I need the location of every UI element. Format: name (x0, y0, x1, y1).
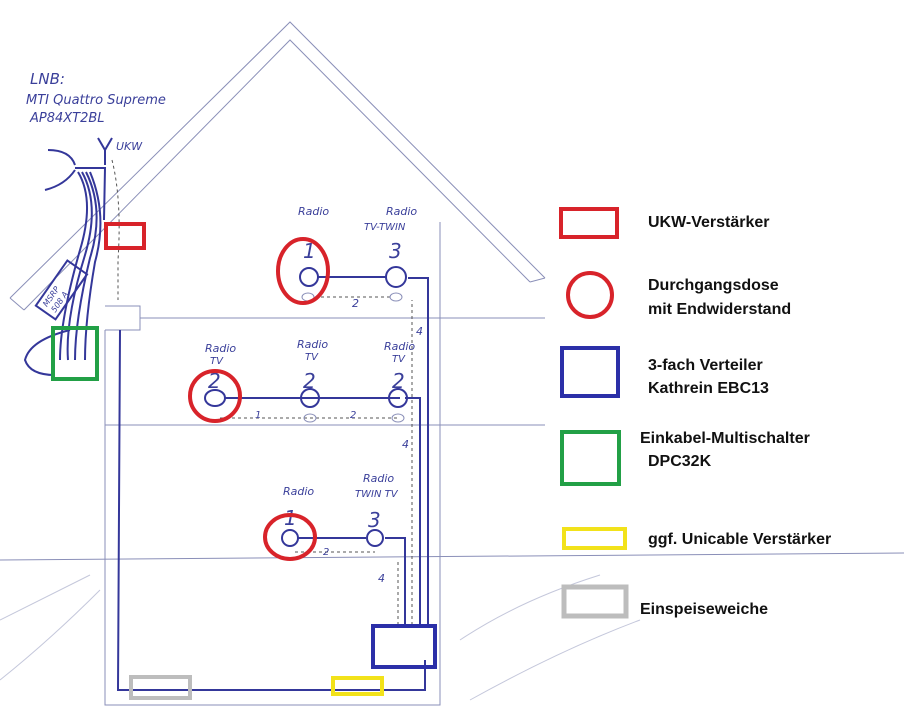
svg-text:Radio: Radio (205, 342, 236, 355)
svg-text:3: 3 (368, 508, 381, 532)
satellite-dish-cables (23, 149, 107, 376)
unicable-amplifier-marker (331, 676, 384, 696)
svg-text:3: 3 (389, 239, 402, 263)
legend-label: Einspeiseweiche (640, 601, 768, 618)
floor-bottom: Radio Radio TWIN TV 1 3 2 4 (263, 472, 399, 585)
svg-text:1: 1 (303, 239, 316, 263)
outlet (204, 389, 226, 407)
svg-text:TV: TV (210, 356, 224, 367)
legend-label: UKW-Verstärker (648, 214, 770, 231)
svg-text:TV-TWIN: TV-TWIN (364, 222, 406, 233)
legend-label: Kathrein EBC13 (648, 380, 769, 397)
outlet (385, 266, 407, 288)
ukw-amplifier-marker (104, 222, 146, 250)
floor-top: Radio Radio TV-TWIN 1 3 2 4 (276, 205, 423, 338)
svg-text:2: 2 (350, 410, 356, 421)
multiswitch-marker (51, 326, 99, 381)
svg-text:Radio: Radio (283, 485, 314, 498)
legend-outlet-swatch (566, 271, 614, 319)
ground-line (0, 552, 904, 561)
svg-text:Radio: Radio (363, 472, 394, 485)
pass-through-outlet-marker (263, 513, 317, 561)
pass-through-outlet-marker (276, 237, 330, 305)
legend-ukw-amplifier-swatch (559, 207, 619, 239)
svg-text:2: 2 (323, 547, 329, 558)
feed-cable (116, 329, 426, 691)
svg-text:2: 2 (208, 369, 221, 393)
lnb-title: LNB: (30, 70, 65, 88)
legend-multiswitch-swatch (560, 430, 621, 486)
splitter-marker (371, 624, 437, 669)
svg-text:4: 4 (378, 572, 385, 585)
svg-text:2: 2 (303, 369, 316, 393)
svg-text:Radio: Radio (297, 338, 328, 351)
house-walls (0, 222, 904, 706)
svg-text:Radio: Radio (386, 205, 417, 218)
legend-unicable-swatch (562, 527, 627, 550)
outlet (281, 529, 299, 547)
lnb-model: MTI Quattro Supreme (26, 93, 166, 108)
svg-text:TWIN TV: TWIN TV (355, 489, 399, 500)
legend-splitter-swatch (560, 346, 620, 398)
antenna-icon: UKW (97, 137, 143, 165)
legend-label: Einkabel-Multischalter (640, 430, 810, 447)
legend-label: Durchgangsdose (648, 277, 779, 294)
outlet (366, 529, 384, 547)
diplexer-marker (129, 675, 192, 700)
svg-text:2: 2 (352, 297, 359, 310)
legend: UKW-Verstärker Durchgangsdose mit Endwid… (559, 207, 831, 619)
svg-text:TV: TV (305, 352, 319, 363)
svg-text:2: 2 (392, 369, 405, 393)
pass-through-outlet-marker (188, 369, 242, 423)
svg-text:Radio: Radio (298, 205, 329, 218)
svg-text:4: 4 (402, 438, 409, 451)
svg-text:1: 1 (284, 506, 297, 530)
outlet (300, 388, 320, 408)
legend-label: ggf. Unicable Verstärker (648, 531, 831, 548)
lnb-part-number: AP84XT2BL (29, 111, 105, 126)
legend-label: DPC32K (648, 453, 712, 470)
svg-text:4: 4 (416, 325, 423, 338)
svg-text:Radio: Radio (384, 340, 415, 353)
riser-cables (385, 277, 429, 625)
legend-label: 3-fach Verteiler (648, 357, 763, 374)
ukw-antenna-label: UKW (116, 140, 143, 153)
legend-label: mit Endwiderstand (648, 301, 791, 318)
svg-text:TV: TV (392, 354, 406, 365)
outlet (388, 388, 408, 408)
floor-middle: Radio TV Radio TV Radio TV 2 2 2 1 2 4 (188, 338, 415, 451)
outlet (299, 267, 319, 287)
legend-diplexer-swatch (561, 584, 629, 619)
svg-text:1: 1 (255, 410, 261, 421)
dish-mount: MSRP 508 A (34, 259, 89, 321)
